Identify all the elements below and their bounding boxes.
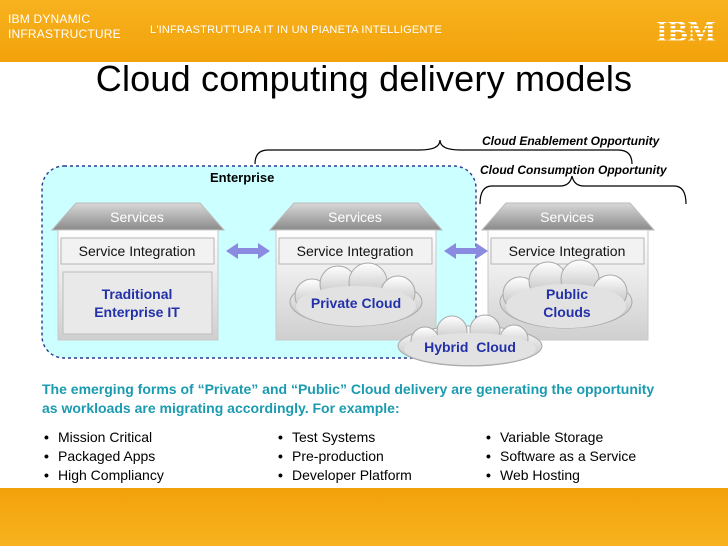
bullet-list-1: Mission Critical Packaged Apps High Comp…: [44, 428, 164, 485]
services-label-1: Services: [110, 209, 164, 225]
bullet-list-2: Test Systems Pre-production Developer Pl…: [278, 428, 412, 485]
list-item: High Compliancy: [44, 466, 164, 485]
service-integration-label-2: Service Integration: [296, 243, 414, 259]
traditional-it-label: Traditional Enterprise IT: [94, 286, 180, 320]
public-clouds-label: Public Clouds: [543, 286, 591, 320]
services-label-3: Services: [540, 209, 594, 225]
bullet-list-3: Variable Storage Software as a Service W…: [486, 428, 636, 485]
private-cloud-label: Private Cloud: [310, 295, 402, 311]
emerging-description: The emerging forms of “Private” and “Pub…: [42, 381, 655, 416]
cloud-consumption-label: Cloud Consumption Opportunity: [480, 163, 667, 177]
service-integration-label-1: Service Integration: [78, 243, 196, 259]
page-title: Cloud computing delivery models: [95, 58, 633, 99]
brand-name: IBM DYNAMIC INFRASTRUCTURE: [8, 12, 121, 42]
arrow-right: [444, 243, 488, 259]
list-item: Test Systems: [278, 428, 412, 447]
ibm-logo-text: IBM: [656, 15, 716, 46]
list-item: Mission Critical: [44, 428, 164, 447]
services-label-2: Services: [328, 209, 382, 225]
arrow-left: [226, 243, 270, 259]
list-item: Software as a Service: [486, 447, 636, 466]
list-item: Developer Platform: [278, 466, 412, 485]
hybrid-cloud-label: Hybrid Cloud: [424, 339, 516, 355]
enterprise-label: Enterprise: [210, 170, 275, 185]
brand-line-1: IBM DYNAMIC: [8, 12, 91, 26]
header-bar: [0, 0, 728, 62]
list-item: Packaged Apps: [44, 447, 164, 466]
list-item: Variable Storage: [486, 428, 636, 447]
consumption-brace: [479, 175, 687, 205]
list-item: Web Hosting: [486, 466, 636, 485]
ibm-logo: IBM: [656, 15, 716, 46]
brand-line-2: INFRASTRUCTURE: [8, 27, 121, 41]
service-integration-label-3: Service Integration: [508, 243, 626, 259]
list-item: Pre-production: [278, 447, 412, 466]
tagline: L'INFRASTRUTTURA IT IN UN PIANETA INTELL…: [150, 24, 443, 36]
cloud-enablement-label: Cloud Enablement Opportunity: [482, 134, 660, 148]
footer-bar: [0, 488, 728, 546]
